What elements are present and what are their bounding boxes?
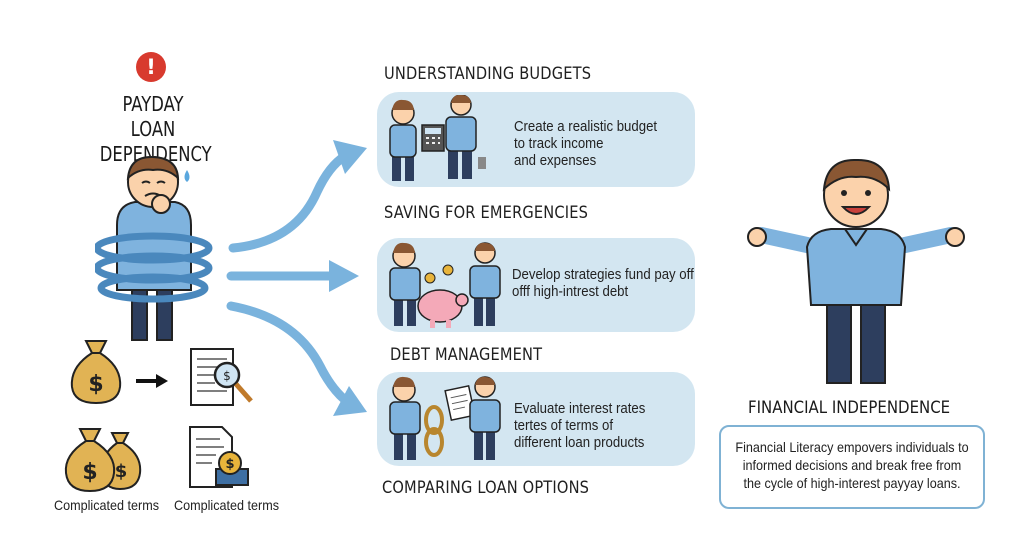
flow-arrows bbox=[226, 140, 367, 416]
piggy-bank-icon bbox=[417, 289, 463, 323]
caption-complicated-terms-1: Complicated terms bbox=[54, 497, 160, 513]
fin-line-1: Financial Literacy empovers individuals … bbox=[735, 439, 969, 455]
budgets-line-3: and expenses bbox=[514, 152, 597, 169]
stressed-person-illustration bbox=[95, 155, 213, 341]
debt-line-1: Evaluate interest rates bbox=[514, 400, 646, 417]
svg-text:$: $ bbox=[225, 457, 234, 472]
arrow-to-debt bbox=[226, 301, 350, 405]
saving-people-illustration bbox=[389, 242, 501, 328]
happy-person-illustration bbox=[747, 158, 965, 384]
caption-complicated-terms-2: Complicated terms bbox=[174, 497, 280, 513]
chain-icon bbox=[424, 405, 444, 457]
document-coin-icon: $ bbox=[189, 426, 249, 488]
svg-text:$: $ bbox=[88, 372, 103, 397]
svg-text:$: $ bbox=[82, 460, 97, 485]
title-line-1: PAYDAY LOAN bbox=[122, 92, 184, 141]
saving-line-1: Develop strategies fund pay off bbox=[512, 266, 694, 283]
saving-text: Develop strategies fund pay off offf hig… bbox=[512, 266, 694, 300]
heading-understanding-budgets: UNDERSTANDING BUDGETS bbox=[384, 64, 592, 84]
debt-people-illustration bbox=[389, 376, 501, 460]
debt-line-2: tertes of terms of bbox=[514, 417, 614, 434]
heading-comparing-loan-options: COMPARING LOAN OPTIONS bbox=[382, 478, 590, 498]
financial-independence-title: FINANCIAL INDEPENDENCE bbox=[748, 398, 951, 418]
budget-people-illustration bbox=[389, 95, 486, 181]
heading-debt-management: DEBT MANAGEMENT bbox=[390, 345, 543, 365]
money-bags-icon: $ $ bbox=[64, 428, 142, 493]
saving-line-2: offf high-intrest debt bbox=[512, 283, 629, 300]
heading-saving-for-emergencies: SAVING FOR EMERGENCIES bbox=[384, 203, 589, 223]
arrow-to-budgets bbox=[228, 151, 350, 253]
svg-text:$: $ bbox=[223, 369, 231, 383]
arrow-right-icon bbox=[136, 374, 168, 388]
document-magnifier-icon: $ bbox=[190, 348, 253, 406]
money-bag-icon: $ bbox=[70, 340, 122, 405]
fin-line-3: the cycle of high-interest payyay loans. bbox=[743, 475, 961, 491]
svg-text:$: $ bbox=[115, 461, 128, 482]
financial-literacy-box: Financial Literacy empovers individuals … bbox=[719, 425, 985, 509]
budgets-text: Create a realistic budget to track incom… bbox=[514, 118, 657, 169]
fin-line-2: informed decisions and break free from bbox=[742, 457, 962, 473]
budgets-line-1: Create a realistic budget bbox=[514, 118, 658, 135]
debt-line-3: different loan products bbox=[514, 434, 645, 451]
budgets-line-2: to track income bbox=[514, 135, 604, 152]
alert-icon: ! bbox=[136, 52, 166, 82]
page-title: PAYDAY LOAN DEPENDENCY bbox=[100, 92, 212, 167]
debt-text: Evaluate interest rates tertes of terms … bbox=[514, 400, 645, 451]
